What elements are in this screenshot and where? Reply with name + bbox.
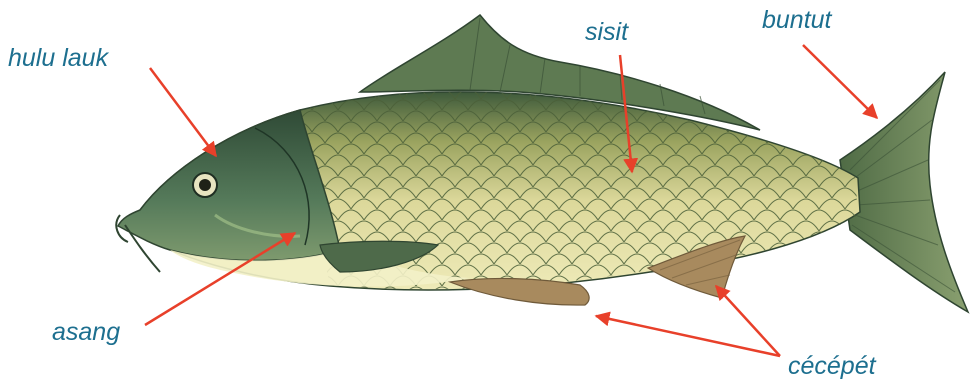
arrow-fin-pelvic — [596, 316, 780, 356]
arrow-head — [150, 68, 216, 156]
label-scales: sisit — [585, 18, 628, 47]
arrow-fin-anal — [716, 286, 780, 356]
label-gill: asang — [52, 318, 120, 347]
label-tail: buntut — [762, 6, 832, 35]
label-head: hulu lauk — [8, 44, 108, 73]
arrow-tail — [803, 45, 877, 118]
label-fins: cécépét — [788, 352, 876, 381]
